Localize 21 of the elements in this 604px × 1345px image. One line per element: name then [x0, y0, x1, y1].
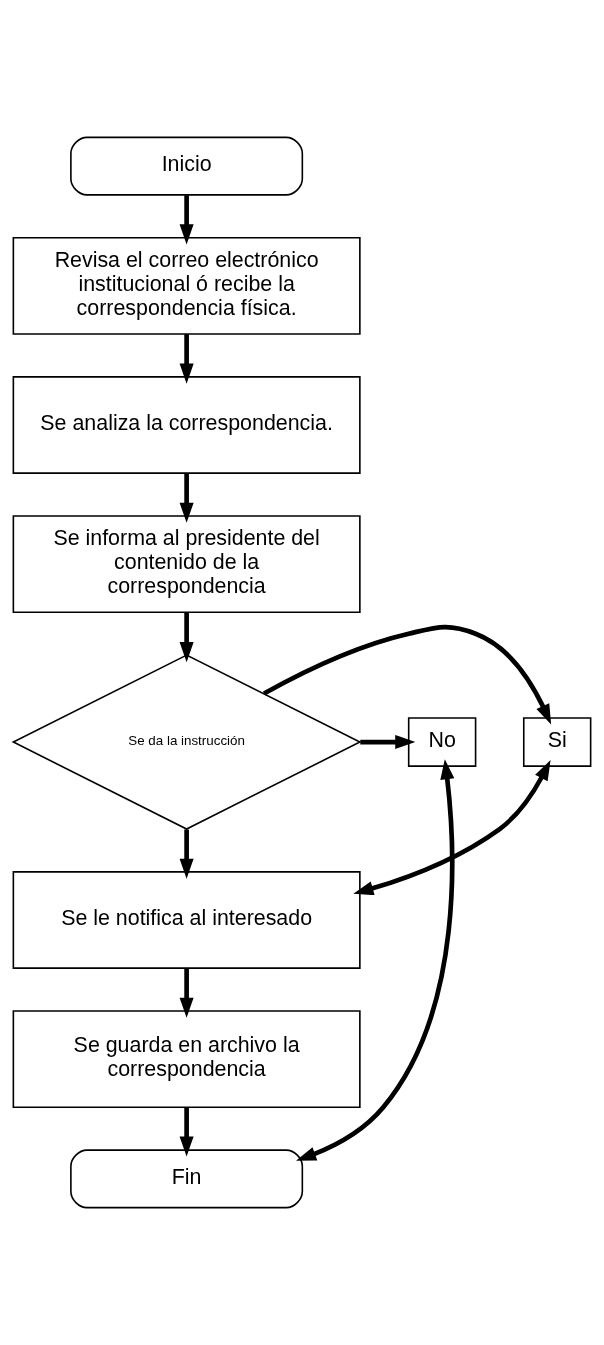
node-box: Se informa al presidente del contenido de la correspondencia — [12, 515, 361, 614]
arrow — [179, 968, 194, 1018]
arrow — [179, 195, 194, 245]
node-box: No — [407, 717, 477, 767]
node-box: Se analiza la correspondencia. — [12, 376, 361, 474]
node-box: Si — [522, 717, 592, 767]
arrow — [179, 612, 194, 663]
arrow — [353, 760, 551, 896]
node-box: Revisa el correo electrónico institucional ó recibe la correspondencia física. — [12, 236, 361, 335]
node-box: Se le notifica al interesado — [12, 871, 361, 969]
node-box: Se guarda en archivo la correspondencia — [12, 1010, 361, 1109]
arrow — [360, 735, 416, 750]
node-box: Inicio — [70, 136, 304, 196]
arrow — [179, 334, 194, 384]
node-diamond: Se da la instrucción — [11, 654, 362, 830]
arrow — [296, 759, 455, 1161]
arrow — [179, 829, 194, 879]
arrow — [179, 473, 194, 523]
node-box: Fin — [70, 1149, 304, 1209]
arrow — [262, 624, 552, 725]
arrow — [179, 1107, 194, 1157]
